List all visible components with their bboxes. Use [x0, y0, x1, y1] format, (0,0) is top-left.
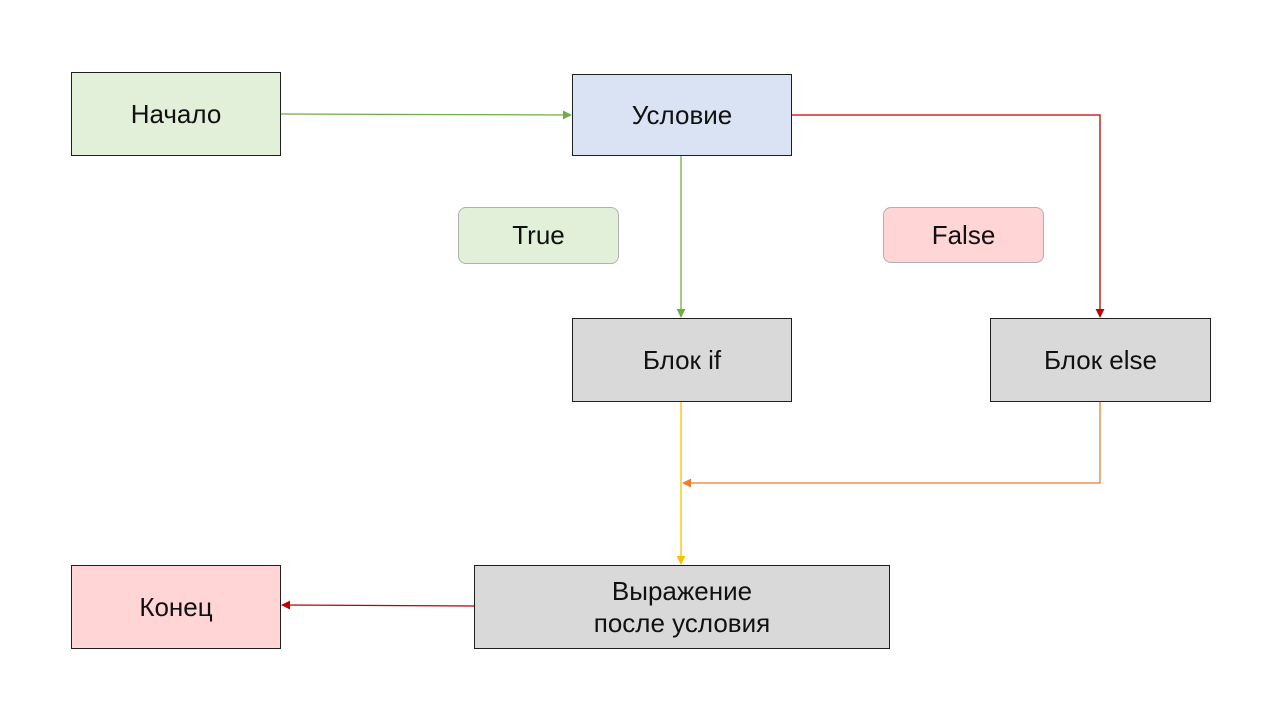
- if-block-node: Блок if: [572, 318, 792, 402]
- after-condition-node: Выражение после условия: [474, 565, 890, 649]
- true-label-text: True: [512, 220, 565, 250]
- condition-node: Условие: [572, 74, 792, 156]
- else-block-node: Блок else: [990, 318, 1211, 402]
- after-condition-label-line2: после условия: [593, 608, 771, 638]
- false-label: False: [883, 207, 1044, 263]
- edge-else-to-merge: [682, 402, 1101, 488]
- condition-node-label: Условие: [631, 100, 733, 130]
- end-node-label: Конец: [139, 592, 213, 622]
- edge-start-to-condition: [280, 110, 572, 120]
- after-condition-label-line1: Выражение: [611, 576, 753, 606]
- start-node-label: Начало: [130, 99, 222, 129]
- edge-after-to-end: [281, 600, 475, 610]
- end-node: Конец: [71, 565, 281, 649]
- if-block-label: Блок if: [642, 345, 722, 375]
- true-label: True: [458, 207, 619, 264]
- else-block-label: Блок else: [1044, 345, 1157, 375]
- start-node: Начало: [71, 72, 281, 156]
- false-label-text: False: [931, 219, 996, 250]
